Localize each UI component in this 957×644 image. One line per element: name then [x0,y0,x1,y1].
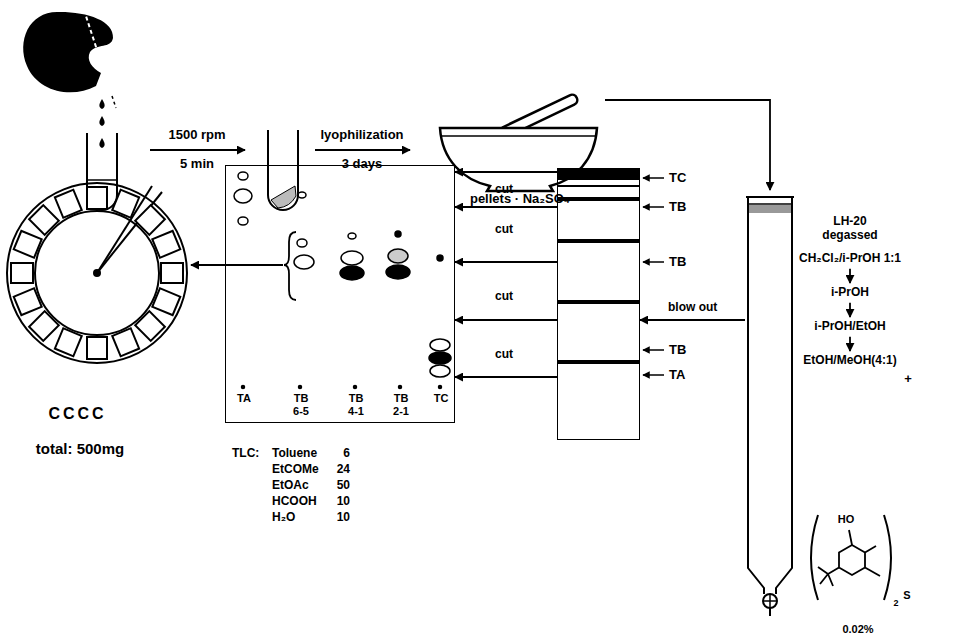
mortar [440,128,597,191]
label: 3 days [342,157,382,172]
connector-arrow [455,261,557,263]
connector-arrow [455,376,557,378]
connector-arrow [455,319,557,321]
column-cap [746,196,794,198]
edge-label: blow out [666,301,719,315]
bond [865,568,880,577]
node-text: TB [669,255,699,270]
brace-line [225,264,283,266]
label: lyophilization [320,128,403,143]
tlc-spots [234,172,451,389]
node-text: TB [669,200,699,215]
eluate-strip: TCTBTBTBTA [557,168,640,440]
leader-arrows [643,178,664,375]
methyl [865,546,876,553]
label: cut [495,223,513,237]
label: 50 [337,479,350,493]
node-text: total: 500mg [5,440,155,457]
blood-drop [99,116,104,126]
strip-tag [557,168,640,180]
stopcock [769,595,771,607]
column-node: LH-20 degassedCH₂Cl₂/i-PrOH 1:1 i-PrOH i-P… [745,190,950,612]
step-arrow [315,149,410,151]
cut-line [112,96,116,108]
column-cap [748,203,792,205]
band [557,360,640,364]
cut-line [84,10,112,96]
node-text: TC [428,392,454,405]
bracket [811,515,818,600]
test-tube [87,133,117,210]
connector-arrow [455,171,557,173]
label: Toluene [272,447,317,461]
label: EtCOMe [272,463,319,477]
label: TLC: [232,447,259,461]
band [557,239,640,243]
node-text: LH-20 degassed [810,215,890,243]
node-text: CCCC [10,405,145,423]
node-text: EtOH/MeOH(4:1) [780,354,920,368]
node-text: + [900,372,916,387]
ccc-apparatus: CCCC total: 500mg [5,180,191,470]
connector-arrow [455,206,557,208]
node-text: TA [669,368,699,383]
node-text: TB 2-1 [388,392,414,417]
mortar-rim [442,135,595,137]
node-text: TA [231,392,257,405]
node-text: pellets · Na₂SO₄ [435,192,605,207]
label: 0.02% [842,623,873,636]
bond [849,530,852,545]
flow-arrow [849,337,851,351]
blood-drop [99,99,104,109]
node-text: TC [669,171,699,186]
label: HO [838,513,855,526]
label: HCOOH [272,495,317,509]
pellet [271,186,296,208]
label: 6 [343,447,350,461]
label: S [903,589,910,602]
mortar-node: pellets · Na₂SO₄ [435,88,605,213]
flow-arrow [849,303,851,317]
benzene-ring [839,545,865,575]
column-bed-top [749,205,791,213]
label: 5 min [180,157,214,172]
organ [23,12,113,92]
band [557,300,640,304]
test-tube [268,130,298,210]
step-arrow [150,149,245,151]
label: cut [495,348,513,362]
bracket [884,515,891,600]
label: cut [495,290,513,304]
label: 24 [337,463,350,477]
label: EtOAc [272,479,309,493]
label: 10 [337,511,350,525]
brace [284,232,296,300]
flow-arrow [849,269,851,283]
outlet [769,608,771,616]
label: 2 [893,598,898,608]
band [557,185,640,187]
liquid-level [87,179,117,181]
label: 1500 rpm [168,128,225,143]
node-text: TB [669,343,699,358]
label: 10 [337,495,350,509]
tlc-plate: TA TB 6-5 TB 4-1 TB 2-1 TC [225,165,455,423]
node-text: TB 6-5 [288,392,314,417]
column [748,196,792,594]
node-text: i-PrOH [790,286,910,300]
stopcock [763,594,777,608]
node-text: TB 4-1 [343,392,369,417]
node-text: CH₂Cl₂/i-PrOH 1:1 [794,252,906,266]
ccc-wheel [7,183,187,363]
connector-arrow [191,264,225,266]
connector-arrow [640,319,745,321]
label: H₂O [272,511,295,525]
tert-butyl [818,567,839,586]
node-text: i-PrOH/EtOH [785,320,915,334]
label: cut [495,183,513,197]
blood-drop [99,138,104,148]
connector-arrow [605,100,770,190]
